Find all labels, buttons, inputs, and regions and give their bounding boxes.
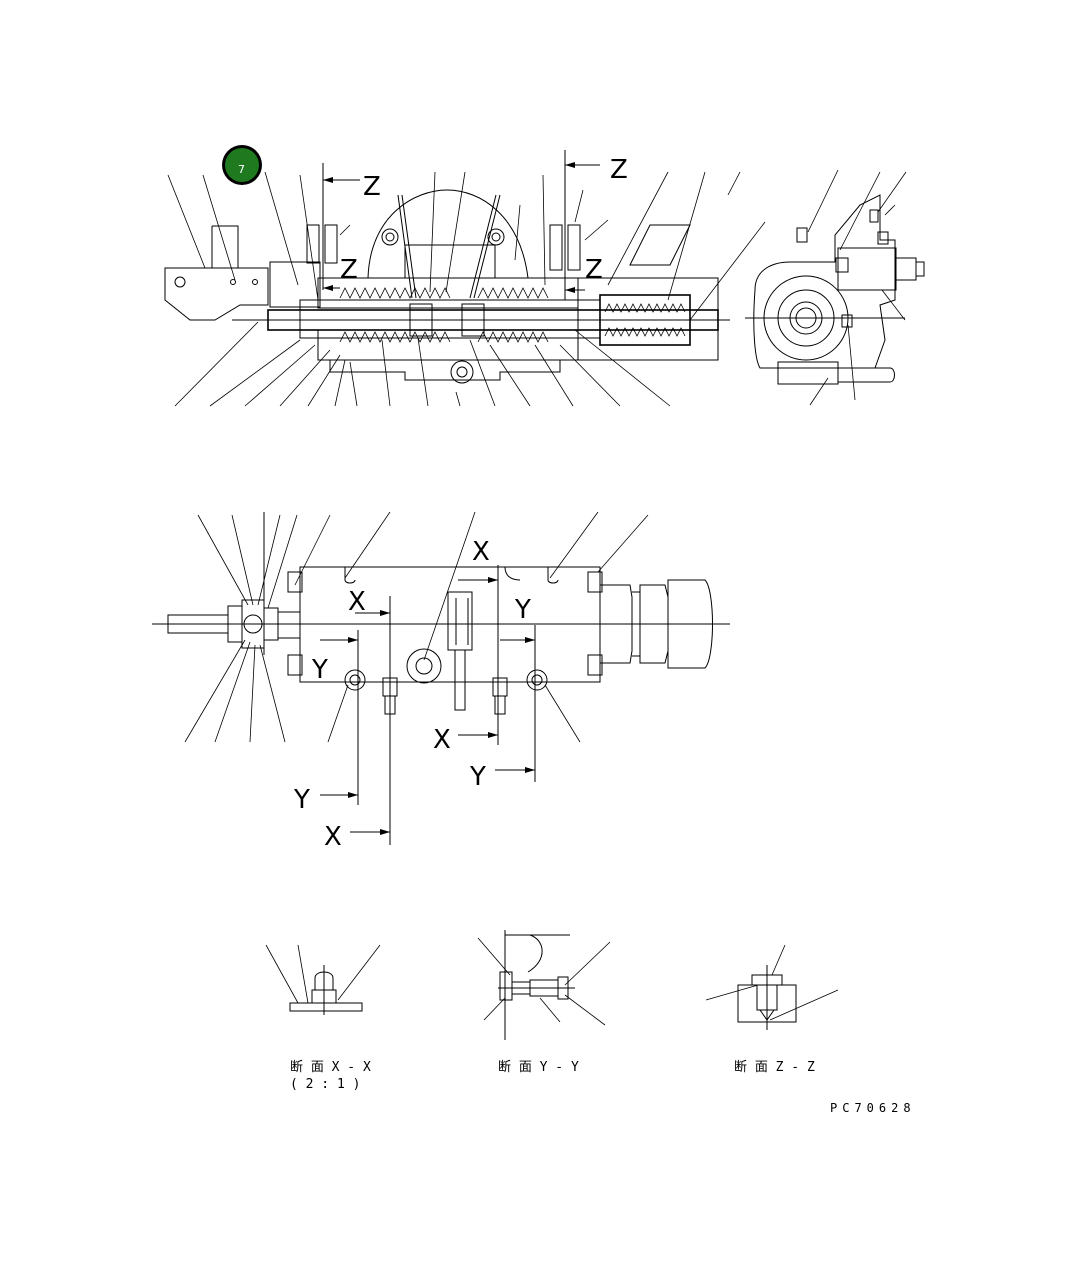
section-marker-x-1: X xyxy=(472,537,490,567)
document-number: PC70628 xyxy=(830,1101,916,1115)
section-marker-z-1: Z xyxy=(363,172,381,202)
end-view xyxy=(745,169,925,406)
section-marker-y-4: Y xyxy=(293,785,310,815)
callout-badge-label: 7 xyxy=(238,163,245,176)
section-marker-z-2: Z xyxy=(610,155,628,185)
middle-exterior-view xyxy=(152,511,730,845)
section-yy-detail xyxy=(477,930,611,1040)
section-marker-y-2: Y xyxy=(311,655,328,685)
caption-section-zz: 断 面 Z - Z xyxy=(734,1060,815,1075)
section-marker-z-3: Z xyxy=(340,255,358,285)
section-marker-x-4: X xyxy=(324,822,342,852)
section-marker-y-1: Y xyxy=(514,595,531,625)
section-marker-y-3: Y xyxy=(469,762,486,792)
caption-section-xx-scale: ( 2 : 1 ) xyxy=(290,1077,360,1092)
section-xx-detail xyxy=(265,944,381,1015)
section-marker-z-4: Z xyxy=(585,255,603,285)
callout-badge-7[interactable]: 7 xyxy=(222,145,262,185)
caption-section-yy: 断 面 Y - Y xyxy=(498,1060,579,1075)
section-zz-detail xyxy=(705,944,839,1030)
section-marker-x-3: X xyxy=(433,725,451,755)
caption-section-xx: 断 面 X - X xyxy=(290,1060,371,1075)
section-marker-x-2: X xyxy=(348,587,366,617)
top-section-view xyxy=(164,150,766,407)
